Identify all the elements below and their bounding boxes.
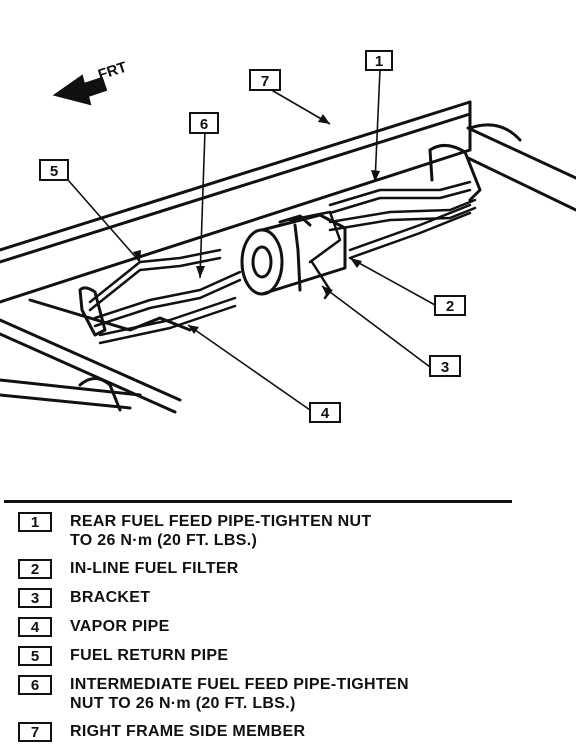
front-direction-arrow-icon: FRT <box>52 59 129 106</box>
lower-frame <box>0 298 192 414</box>
cross-member <box>428 123 576 212</box>
legend-text: INTERMEDIATE FUEL FEED PIPE-TIGHTEN NUT … <box>70 676 409 712</box>
legend-number: 4 <box>18 617 52 637</box>
rear-feed-pipe <box>328 180 477 260</box>
vapor-pipe <box>98 296 237 345</box>
svg-text:3: 3 <box>441 359 449 376</box>
legend-item-5: 5 FUEL RETURN PIPE <box>18 646 558 666</box>
callout-5: 5 <box>39 159 69 181</box>
legend-number: 6 <box>18 675 52 695</box>
svg-text:2: 2 <box>446 298 454 315</box>
legend-item-7: 7 RIGHT FRAME SIDE MEMBER <box>18 722 558 742</box>
frame-side-member <box>0 100 472 304</box>
legend-item-4: 4 VAPOR PIPE <box>18 617 558 637</box>
fuel-line-illustration: FRT 1 2 3 4 5 6 <box>0 50 576 423</box>
legend-item-2: 2 IN-LINE FUEL FILTER <box>18 559 558 579</box>
legend-item-1: 1 REAR FUEL FEED PIPE-TIGHTEN NUT TO 26 … <box>18 512 558 550</box>
legend-text: BRACKET <box>70 589 151 606</box>
legend-divider <box>4 500 512 503</box>
svg-text:4: 4 <box>321 405 330 422</box>
svg-text:6: 6 <box>200 116 208 133</box>
pipe-clip <box>78 286 107 337</box>
svg-text:7: 7 <box>261 73 269 90</box>
callout-7: 7 <box>249 69 281 91</box>
legend-number: 5 <box>18 646 52 666</box>
legend-number: 2 <box>18 559 52 579</box>
callout-1: 1 <box>365 50 393 71</box>
legend-number: 1 <box>18 512 52 532</box>
inline-fuel-filter <box>240 213 347 296</box>
callout-4: 4 <box>309 402 341 423</box>
leader-arrowheads <box>133 114 380 334</box>
intermediate-feed-pipe <box>93 270 242 328</box>
legend-text: VAPOR PIPE <box>70 618 170 635</box>
svg-text:5: 5 <box>50 163 58 180</box>
leader-lines <box>67 69 436 411</box>
legend-text: FUEL RETURN PIPE <box>70 647 229 664</box>
callout-6: 6 <box>189 112 219 134</box>
legend-number: 3 <box>18 588 52 608</box>
legend-item-6: 6 INTERMEDIATE FUEL FEED PIPE-TIGHTEN NU… <box>18 675 558 713</box>
direction-label: FRT <box>96 59 129 84</box>
parts-legend: 1 REAR FUEL FEED PIPE-TIGHTEN NUT TO 26 … <box>18 512 558 751</box>
legend-item-3: 3 BRACKET <box>18 588 558 608</box>
legend-number: 7 <box>18 722 52 742</box>
callout-2: 2 <box>434 295 466 316</box>
legend-text: REAR FUEL FEED PIPE-TIGHTEN NUT TO 26 N·… <box>70 513 372 549</box>
callout-3: 3 <box>429 355 461 377</box>
svg-text:1: 1 <box>375 53 383 70</box>
legend-text: IN-LINE FUEL FILTER <box>70 560 239 577</box>
legend-text: RIGHT FRAME SIDE MEMBER <box>70 723 306 740</box>
